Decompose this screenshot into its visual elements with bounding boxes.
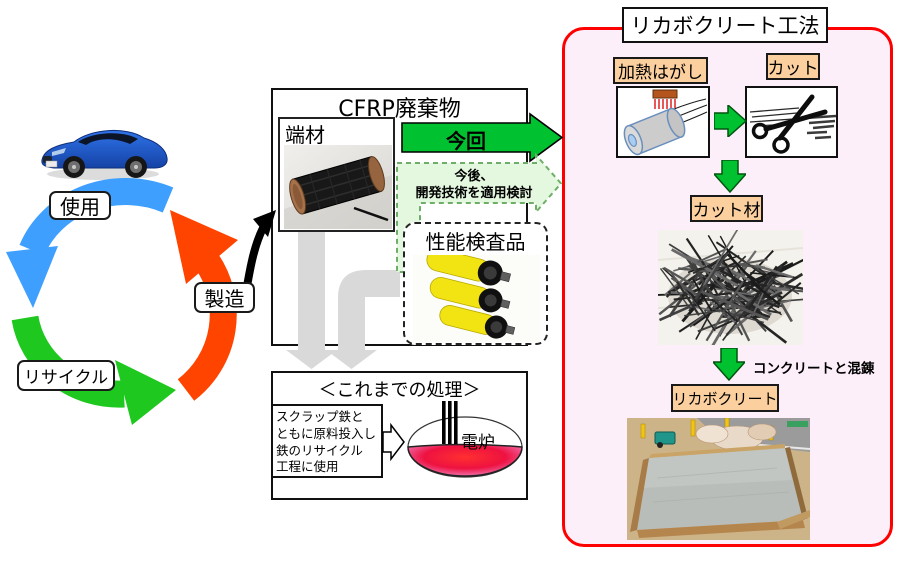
heat-peel-picture-box (616, 86, 710, 158)
note-line: 鉄のリサイクル (276, 442, 363, 458)
heat-peel-label: 加熱はがし (613, 57, 708, 84)
ricabocrete-panel-title: リカボクリート工法 (622, 7, 828, 43)
mix-note: コンクリートと混錬 (753, 361, 875, 377)
manufacture-arrowhead (170, 210, 238, 284)
tank-cylinder (623, 107, 686, 156)
legacy-note-box: スクラップ鉄と ともに原料投入し 鉄のリサイクル 工程に使用 (271, 404, 383, 478)
offcut-photo (284, 145, 392, 229)
note-line: 工程に使用 (276, 459, 339, 475)
offcut-label: 端材 (285, 123, 325, 147)
arrow-future-line2: 開発技術を適用検討 (415, 186, 533, 201)
legacy-title: ＜これまでの処理＞ (318, 380, 481, 401)
scissors (751, 94, 828, 154)
heat-peel-illustration (623, 89, 708, 156)
sand-bags (695, 423, 777, 451)
inspection-box: 性能検査品 (403, 222, 548, 345)
ricabocrete-panel: 加熱はがし カット (562, 27, 893, 547)
electrode (442, 401, 446, 444)
electric-furnace-illustration: 電炉 (407, 401, 523, 478)
panel-title-text: リカボクリート工法 (630, 14, 820, 38)
molten-metal (407, 443, 523, 477)
electrode (454, 401, 458, 444)
note-line: ともに原料投入し (276, 425, 377, 441)
note-line: スクラップ鉄と (276, 409, 364, 424)
cut-label: カット (766, 53, 820, 80)
cfrp-roll (289, 156, 385, 215)
inspection-label: 性能検査品 (425, 230, 526, 254)
label-manufacture-text: 製造 (204, 287, 245, 311)
heat-peel-text: 加熱はがし (618, 63, 703, 83)
fiber-strands (658, 230, 803, 345)
cut-material-label: カット材 (690, 195, 763, 222)
cut-fibers-photo (658, 230, 803, 345)
cut-material-text: カット材 (692, 201, 761, 221)
offcut-rod (353, 206, 389, 222)
recycle-arrowhead (115, 360, 176, 425)
inspection-photo (413, 255, 540, 342)
form-left (630, 458, 649, 532)
ricabocrete-label: リカボクリート (671, 384, 779, 412)
use-arrowhead (6, 246, 58, 308)
label-use: 使用 (49, 191, 111, 220)
car-windows (78, 133, 138, 145)
arrow-cut-to-material (714, 160, 746, 193)
furnace-label: 電炉 (461, 433, 495, 453)
label-recycle: リサイクル (17, 360, 115, 391)
arrow-heat-to-cut (714, 105, 748, 137)
scissors-illustration (749, 94, 836, 154)
car-headlight (52, 148, 66, 156)
arrow-now-label: 今回 (446, 129, 486, 153)
offcut-box: 端材 (278, 117, 395, 232)
cut-text: カット (767, 59, 819, 79)
label-recycle-text: リサイクル (23, 368, 109, 388)
concrete-slab-photo (627, 418, 810, 540)
arrow-material-to-product (713, 348, 745, 381)
manufacture-arc (177, 252, 237, 401)
label-manufacture: 製造 (194, 282, 255, 313)
machine (654, 431, 676, 445)
heater (652, 89, 678, 99)
electrode (448, 401, 452, 444)
car-plate (45, 160, 58, 168)
label-use-text: 使用 (60, 195, 100, 219)
car-illustration (41, 129, 168, 180)
form-bottom (637, 520, 805, 538)
legacy-treatment-box: ＜これまでの処理＞ スクラップ鉄と ともに原料投入し 鉄のリサイクル 工程に使用… (271, 371, 528, 500)
form-right (785, 447, 808, 520)
ricabocrete-text: リカボクリート (672, 389, 778, 408)
cut-picture-box (745, 86, 838, 158)
